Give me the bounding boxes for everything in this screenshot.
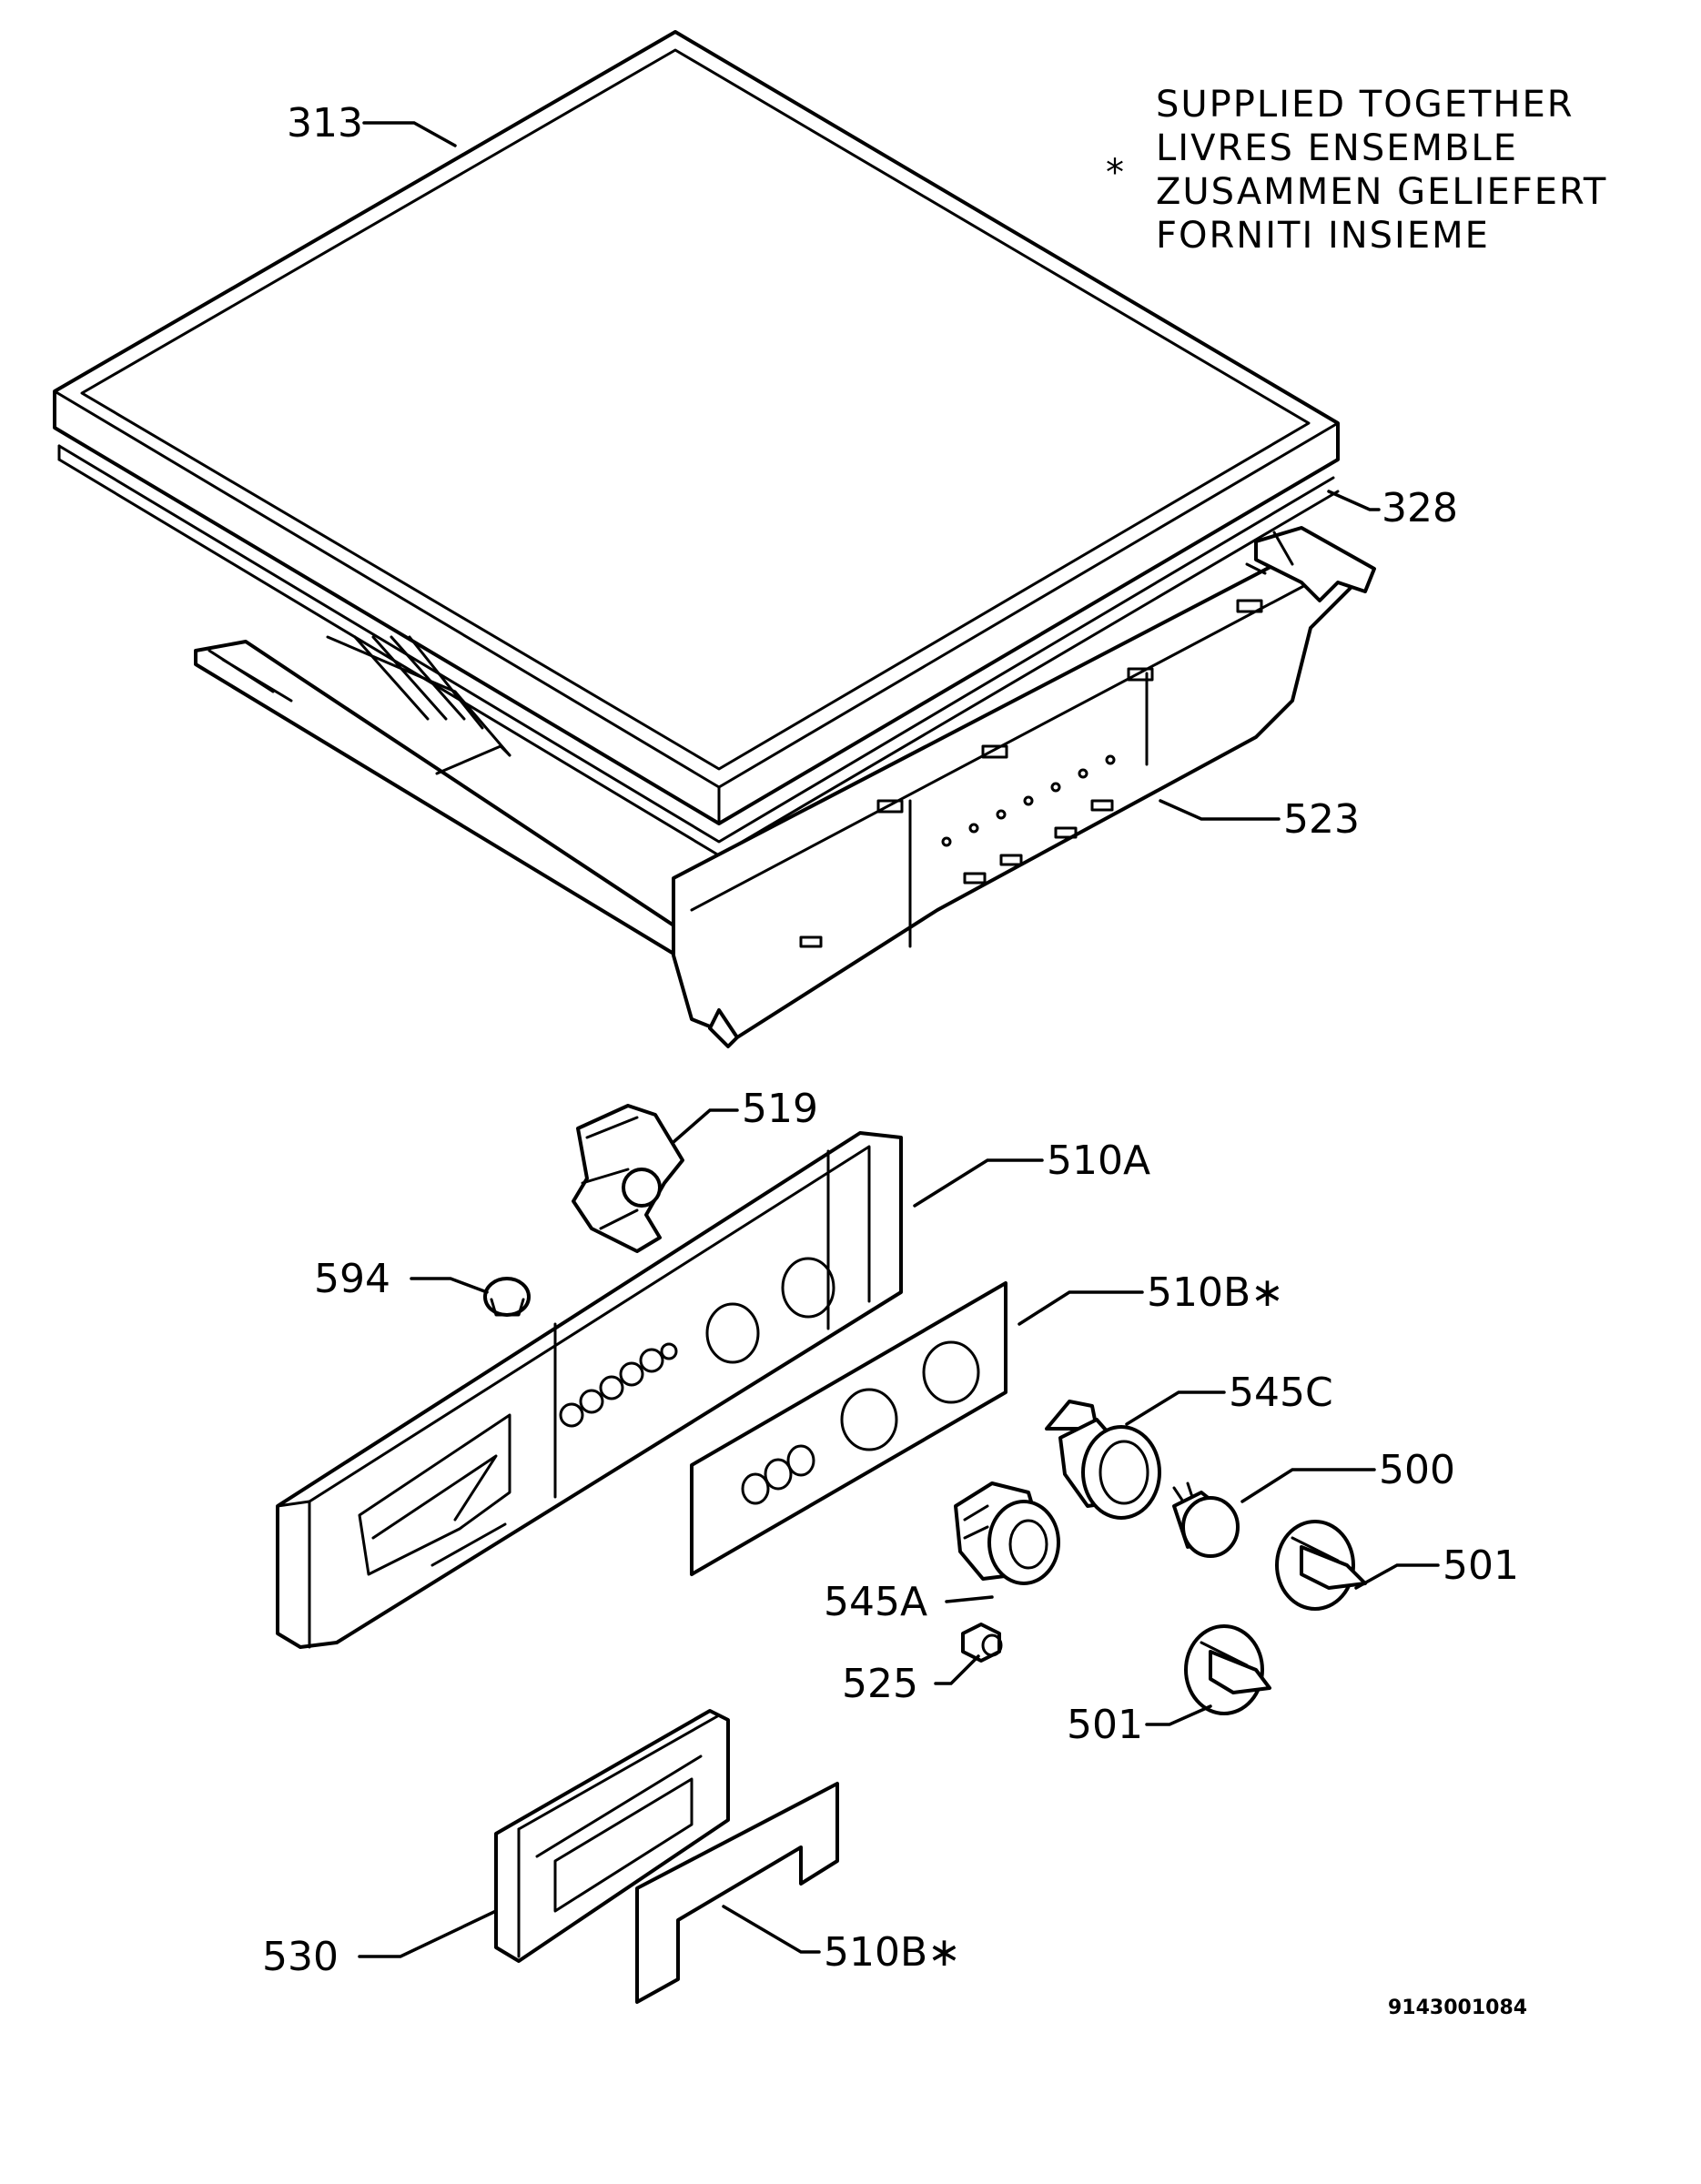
note-line-2: LIVRES ENSEMBLE <box>1156 127 1518 169</box>
label-545a: 545A <box>824 1579 927 1625</box>
label-530: 530 <box>262 1934 339 1980</box>
part-313-top-cover <box>53 30 1340 825</box>
label-510b-lower: 510B∗ <box>824 1929 961 1976</box>
label-594: 594 <box>314 1256 390 1302</box>
label-500: 500 <box>1379 1447 1455 1493</box>
part-594-cap <box>483 1277 531 1317</box>
note-line-1: SUPPLIED TOGETHER <box>1156 84 1574 126</box>
label-510b-upper: 510B∗ <box>1147 1269 1284 1316</box>
part-510b-overlay-lower <box>635 1782 839 2004</box>
part-labels: 313 328 523 519 510A 594 510B∗ 545C 500 … <box>262 100 1519 1980</box>
label-313: 313 <box>287 100 363 147</box>
note-line-3: ZUSAMMEN GELIEFERT <box>1156 171 1607 213</box>
part-523-frame <box>194 526 1376 1048</box>
part-501-knob-right <box>1275 1520 1367 1611</box>
part-501-knob-left <box>1184 1624 1271 1715</box>
part-500-switch <box>1172 1481 1240 1558</box>
part-525-pin <box>961 1623 1003 1663</box>
leader-lines <box>358 121 1440 1958</box>
part-530-handle <box>494 1709 730 1963</box>
note-line-4: FORNITI INSIEME <box>1156 215 1490 257</box>
label-501-right: 501 <box>1443 1542 1519 1589</box>
label-519: 519 <box>742 1086 818 1132</box>
part-545a-holder <box>954 1481 1060 1585</box>
note-asterisk: * <box>1106 152 1126 194</box>
supplied-together-note: * SUPPLIED TOGETHER LIVRES ENSEMBLE ZUSA… <box>1106 84 1607 257</box>
label-545c: 545C <box>1229 1370 1333 1416</box>
label-501-left: 501 <box>1067 1702 1143 1748</box>
diagram-code: 9143001084 <box>1388 1997 1527 2019</box>
part-510a-control-panel <box>276 1131 903 1649</box>
part-510b-overlay-upper <box>690 1281 1007 1576</box>
label-328: 328 <box>1382 485 1458 531</box>
label-510a: 510A <box>1047 1138 1150 1184</box>
part-519-bracket <box>572 1104 684 1253</box>
label-523: 523 <box>1283 796 1360 843</box>
part-545c-holder <box>1045 1400 1161 1520</box>
label-525: 525 <box>842 1661 918 1707</box>
